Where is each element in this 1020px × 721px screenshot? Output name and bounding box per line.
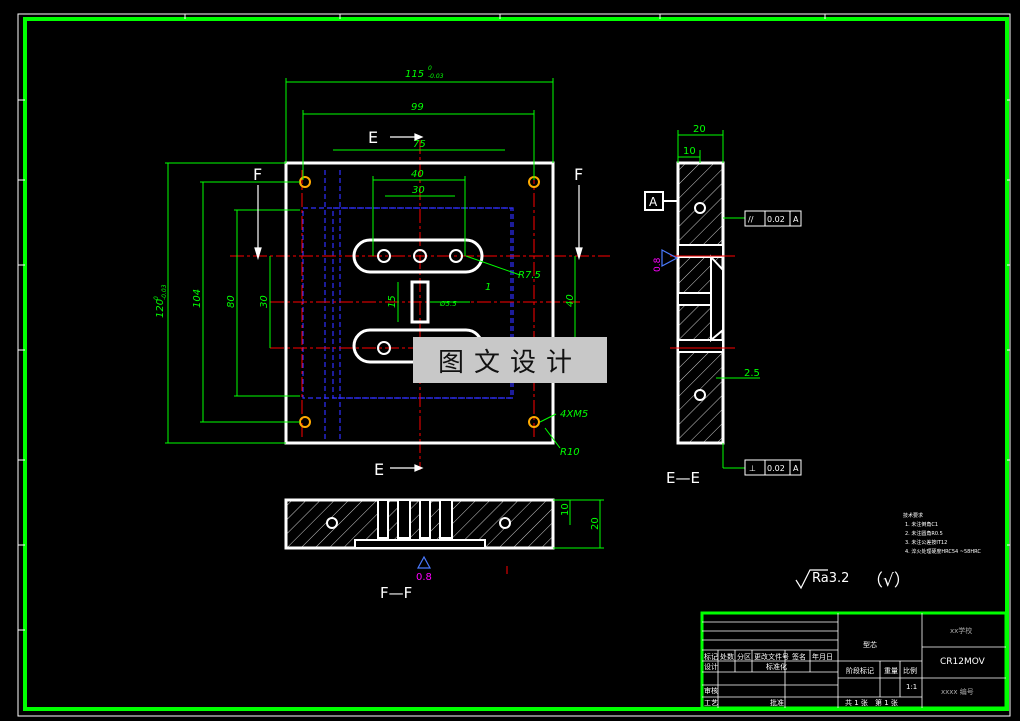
tb-craft: 工艺 — [704, 699, 718, 707]
dim-40: 40 — [411, 169, 424, 180]
svg-text:0: 0 — [428, 65, 432, 72]
fcf-parallel-value: 0.02 — [767, 215, 785, 224]
tb-scale-label: 比例 — [903, 666, 917, 675]
section-label-e-bottom: E — [374, 460, 384, 479]
tb-weight-label: 重量 — [884, 667, 898, 675]
plan-dim-text: 115 0 -0.03 99 75 40 30 120 0 -0.03 104 … — [153, 65, 588, 458]
zone-ticks — [18, 14, 1010, 631]
title-block: 标记 处数 分区 更改文件号 签名 年月日 设计 标准化 审核 工艺 批准 阶段… — [700, 611, 1008, 710]
tb-approve: 批准 — [770, 698, 784, 707]
tb-header-date: 年月日 — [812, 652, 833, 661]
tb-header-zone: 分区 — [737, 652, 751, 661]
tb-design: 设计 — [704, 662, 718, 671]
section-ff-view: 10 20 0.8 F—F — [284, 498, 604, 602]
fcf-perp-value: 0.02 — [767, 464, 785, 473]
dim-30-vertical: 30 — [259, 295, 270, 308]
tb-review: 审核 — [704, 686, 718, 695]
inner-frame — [23, 17, 1009, 711]
svg-text:0: 0 — [153, 296, 160, 300]
section-ee-view: 20 10 2.5 A // 0.02 A ⊥ 0.02 A 0.8 E—E — [644, 124, 802, 487]
tb-header-mark: 标记 — [704, 652, 718, 661]
tb-standardize: 标准化 — [766, 662, 787, 671]
tb-header-count: 处数 — [720, 652, 734, 661]
section-title-ee: E—E — [666, 469, 700, 487]
notes-title: 技术要求 — [903, 512, 923, 519]
plan-view: 115 0 -0.03 99 75 40 30 120 0 -0.03 104 … — [153, 65, 610, 479]
dim-r7-5: R7.5 — [518, 270, 541, 281]
tb-header-sign: 签名 — [792, 652, 806, 661]
dim-120: 120 — [155, 299, 166, 318]
dim-4xm5: 4XM5 — [560, 409, 588, 420]
datum-a: A — [649, 195, 658, 209]
section-label-e-top: E — [368, 128, 378, 147]
note-2: 2. 未注圆角R0.5 — [905, 530, 943, 537]
dim-75: 75 — [413, 139, 426, 150]
dim-side-2-5: 2.5 — [744, 368, 760, 379]
fcf-perp-symbol: ⊥ — [749, 464, 756, 473]
watermark-label: 图文设计 — [413, 337, 607, 383]
tb-stage-label: 阶段标记 — [846, 666, 874, 675]
roughness-side: 0.8 — [653, 257, 663, 272]
svg-text:-0.03: -0.03 — [161, 284, 168, 300]
roughness-general-paren: （√） — [866, 571, 911, 591]
dim-side-20: 20 — [693, 124, 706, 135]
general-roughness: Ra3.2 （√） — [795, 569, 911, 591]
tb-drawing-no: xxxx 编号 — [941, 687, 974, 696]
dim-ff-20: 20 — [590, 517, 601, 530]
dim-side-10: 10 — [683, 146, 696, 157]
roughness-general: Ra3.2 — [812, 571, 849, 586]
dim-115: 115 — [405, 69, 424, 80]
fcf-parallel-symbol: // — [748, 215, 754, 224]
dim-ff-10: 10 — [560, 503, 571, 516]
note-4: 4. 淬火处理硬度HRC54 ~58HRC — [905, 548, 981, 555]
section-title-ff: F—F — [380, 584, 412, 602]
outer-border — [17, 13, 1011, 717]
dim-30: 30 — [412, 185, 425, 196]
tb-part-name: 型芯 — [863, 640, 877, 649]
tb-material: CR12MOV — [940, 657, 986, 667]
tb-scale: 1:1 — [906, 683, 917, 691]
section-label-f-left: F — [253, 165, 262, 184]
dim-r10: R10 — [560, 447, 580, 458]
dim-99: 99 — [411, 102, 424, 113]
tb-sheets: 共 1 张 — [845, 698, 868, 707]
tb-school: xx学校 — [950, 626, 972, 635]
roughness-ff: 0.8 — [416, 572, 432, 583]
fcf-parallel-datum: A — [793, 215, 799, 224]
dim-40-vertical: 40 — [565, 294, 576, 307]
dim-80: 80 — [226, 295, 237, 308]
fcf-perp-datum: A — [793, 464, 799, 473]
section-label-f-right: F — [574, 165, 583, 184]
tb-header-change-doc: 更改文件号 — [754, 652, 789, 661]
dim-hole-dia: Ø5.5 — [439, 300, 457, 308]
dim-15: 15 — [387, 295, 398, 308]
dim-104: 104 — [192, 289, 203, 308]
technical-notes: 技术要求 1. 未注倒角C1 2. 未注圆角R0.5 3. 未注公差按IT12 … — [903, 512, 981, 555]
svg-text:-0.03: -0.03 — [428, 73, 444, 80]
tb-sheet-no: 第 1 张 — [875, 698, 898, 707]
dim-1: 1 — [485, 282, 491, 293]
note-3: 3. 未注公差按IT12 — [905, 539, 947, 546]
note-1: 1. 未注倒角C1 — [905, 521, 938, 528]
